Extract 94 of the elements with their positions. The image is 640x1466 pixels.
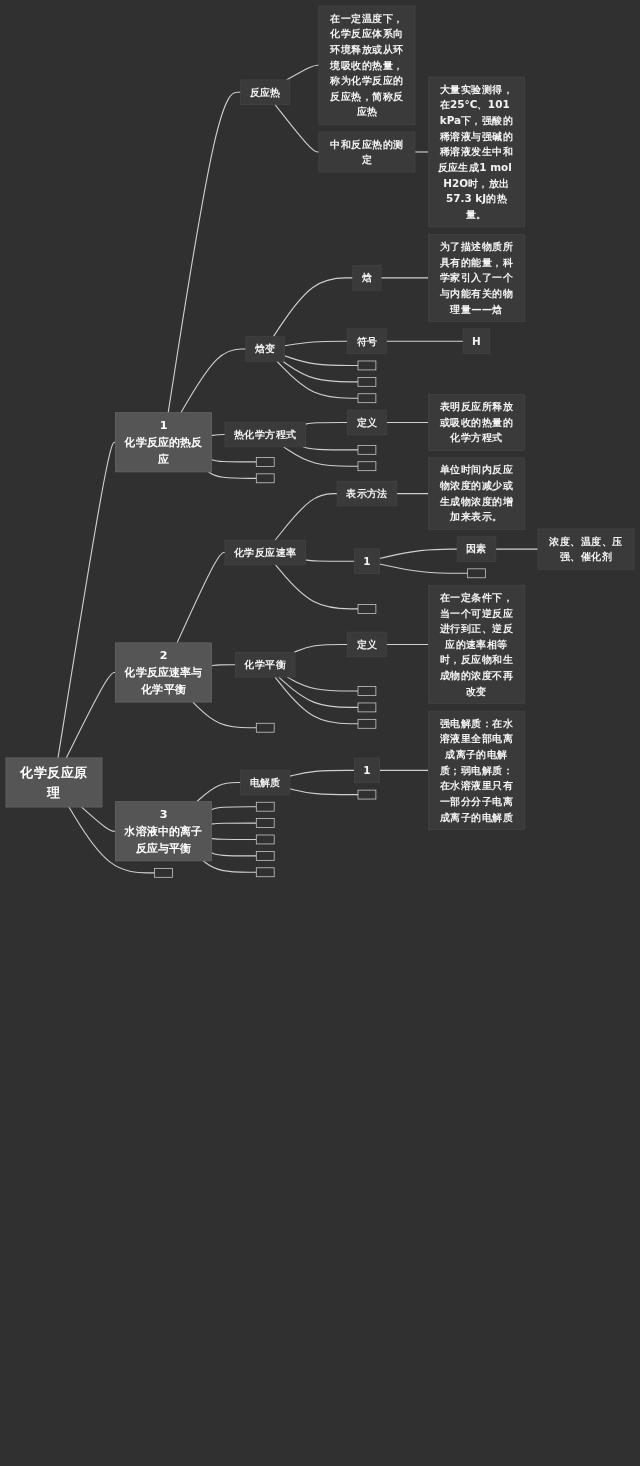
node-box: 为了描述物质所具有的能量，科学家引入了一个与内能有关的物理量——焓 [428, 233, 525, 322]
node-box: 2 化学反应速率与化学平衡 [115, 642, 212, 703]
node-box [255, 722, 275, 733]
connector [282, 360, 359, 383]
node-box: 单位时间内反应物浓度的减少或生成物浓度的增加来表示。 [428, 457, 525, 530]
connector [284, 340, 349, 347]
node-box: 在一定温度下，化学反应体系向环境释放或从环境吸收的热量，称为化学反应的反应热，简称反应热 [318, 5, 416, 125]
connector [278, 676, 359, 708]
node-box [357, 604, 377, 614]
node-box [357, 686, 377, 696]
connector [208, 471, 257, 479]
connector [274, 564, 359, 610]
node-box [357, 789, 377, 800]
node-box: 热化学方程式 [224, 421, 306, 448]
node-box [255, 867, 275, 878]
connector [286, 64, 320, 81]
connector [385, 643, 429, 645]
node-box [357, 444, 377, 455]
node-box: 3 水溶液中的离子反应与平衡 [115, 801, 212, 862]
node-box: 在一定条件下，当一个可逆反应进行到正、逆反应的速率相等时，反应物和生成物的浓度不再改变 [428, 584, 525, 705]
node-box: 符号 [347, 328, 387, 354]
connector [304, 421, 349, 425]
node-box [357, 702, 377, 713]
connector [289, 769, 355, 777]
node-box: 因素 [456, 536, 497, 562]
connector [378, 548, 458, 559]
connector [192, 701, 257, 729]
node-box: 浓度、温度、压强、催化剂 [537, 528, 635, 570]
connector [293, 643, 349, 654]
connector [274, 103, 320, 153]
connector [385, 340, 464, 342]
connector [495, 548, 539, 550]
node-box: 1 [354, 757, 380, 784]
connector [196, 781, 242, 803]
node-box: 表示方法 [336, 480, 398, 507]
connector [274, 676, 359, 725]
connector [81, 806, 117, 832]
connector [414, 151, 429, 153]
connector [282, 446, 359, 467]
connector [272, 277, 354, 338]
connector [180, 348, 247, 414]
connector [284, 355, 359, 366]
node-box: 大量实验测得，在25°C、101 kPa下，强酸的稀溶液与强碱的稀溶液发生中和反应生成1 mol H2O时，放出57.3 kJ的热量。 [428, 76, 525, 228]
connector [211, 434, 226, 437]
node-box: 化学平衡 [235, 652, 296, 678]
node-box [255, 801, 275, 812]
node-box: 1 化学反应的热反应 [115, 412, 212, 473]
connector [378, 769, 429, 771]
node-box: 化学反应原理 [5, 757, 103, 808]
node-box: H [462, 328, 491, 354]
connector [211, 458, 257, 463]
node-box [357, 393, 377, 404]
connector [57, 441, 117, 759]
connector [385, 421, 429, 423]
node-box: 反应热 [240, 79, 291, 105]
connector [167, 91, 242, 414]
node-box: 定义 [347, 409, 387, 436]
connector [274, 493, 338, 541]
connector [65, 671, 117, 759]
connector [276, 360, 359, 399]
connector [289, 788, 359, 796]
node-box: 定义 [347, 631, 387, 658]
node-box [255, 851, 275, 861]
connector [211, 664, 236, 667]
connector [211, 852, 257, 857]
connector [380, 277, 429, 279]
node-box: 强电解质：在水溶液里全部电离成离子的电解质；弱电解质：在水溶液里只有一部分分子电离成离子的电解质 [428, 710, 525, 830]
connector [211, 837, 257, 841]
connector [378, 563, 469, 574]
node-box [255, 473, 275, 484]
node-box [357, 461, 377, 472]
node-box: 电解质 [240, 769, 291, 796]
connector [202, 860, 257, 873]
connector [211, 822, 257, 825]
node-box [255, 834, 275, 845]
node-box: 表明反应所释放或吸收的热量的化学方程式 [428, 394, 525, 451]
connector [304, 559, 355, 562]
connector [211, 806, 257, 811]
node-box [255, 818, 275, 828]
node-box [154, 867, 173, 878]
node-box: 焓变 [245, 336, 285, 362]
node-box: 1 [354, 548, 380, 574]
connector [302, 446, 359, 451]
node-box [357, 377, 377, 387]
node-box: 化学反应速率 [224, 539, 306, 566]
connector [396, 493, 429, 495]
node-box [467, 568, 486, 579]
node-box: 焓 [352, 265, 382, 291]
node-box [255, 457, 275, 467]
node-box [357, 718, 377, 729]
node-box: 中和反应热的测定 [318, 131, 416, 173]
connector [68, 806, 156, 874]
node-box [357, 360, 377, 371]
connector [176, 552, 226, 644]
